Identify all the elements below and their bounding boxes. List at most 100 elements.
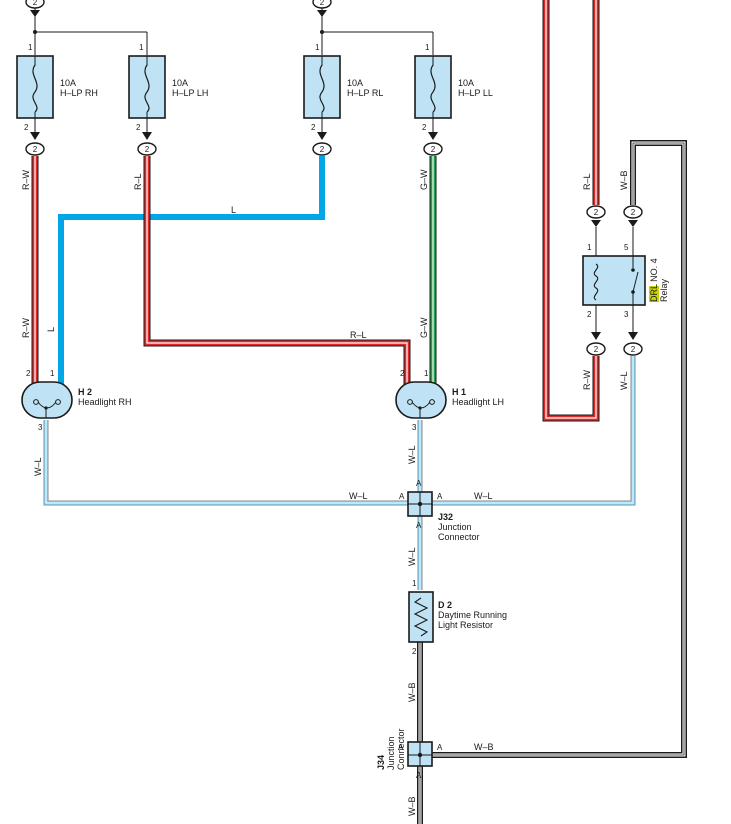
d2-code: D 2 xyxy=(438,600,452,610)
fuse-rating: 10A xyxy=(172,78,188,88)
wire-label-w-b: W–B xyxy=(474,742,494,752)
headlight-lh: 2 1 3 H 1 Headlight LH xyxy=(395,369,504,432)
d2-line2: Light Resistor xyxy=(438,620,493,630)
fuse-name: H–LP RH xyxy=(60,88,98,98)
wire-label-g-w: G–W xyxy=(419,317,429,338)
wire-label-w-l: W–L xyxy=(474,491,493,501)
wire-label-r-l: R–L xyxy=(350,330,367,340)
relay-name: NO. 4 xyxy=(649,258,659,284)
fuse-h-lp-rl: 1 10A H–LP RL 2 2 xyxy=(303,43,383,156)
wire-label-r-w: R–W xyxy=(21,317,31,338)
svg-text:A: A xyxy=(437,492,443,501)
svg-text:A: A xyxy=(416,521,422,530)
wire-label-r-w: R–W xyxy=(21,169,31,190)
wire-label-w-l: W–L xyxy=(349,491,368,501)
svg-text:2: 2 xyxy=(431,145,436,154)
svg-text:1: 1 xyxy=(425,43,430,52)
junction-connector-j34: A A A J34 Junction Connector xyxy=(376,728,443,780)
headlight-name: Headlight RH xyxy=(78,397,132,407)
wire-label-l: L xyxy=(46,327,56,332)
svg-text:2: 2 xyxy=(594,208,599,217)
fuse-name: H–LP LH xyxy=(172,88,208,98)
wire-w-b-loop xyxy=(420,140,687,758)
svg-text:2: 2 xyxy=(145,145,150,154)
svg-text:2: 2 xyxy=(631,208,636,217)
svg-text:A: A xyxy=(399,492,405,501)
fuse-rating: 10A xyxy=(60,78,76,88)
fuse-rating: 10A xyxy=(458,78,474,88)
wire-label-r-w: R–W xyxy=(582,369,592,390)
svg-text:A: A xyxy=(437,743,443,752)
wire-label-w-l: W–L xyxy=(407,547,417,566)
wire-label-r-l: R–L xyxy=(133,173,143,190)
svg-text:1: 1 xyxy=(412,579,417,588)
j34-line2: Connector xyxy=(396,728,406,770)
daytime-running-light-resistor: 1 2 D 2 Daytime Running Light Resistor xyxy=(408,579,507,656)
svg-text:1: 1 xyxy=(587,243,592,252)
svg-text:2: 2 xyxy=(24,123,29,132)
relay-name-line2: Relay xyxy=(659,278,669,302)
j32-code: J32 xyxy=(438,512,453,522)
fuse-name: H–LP RL xyxy=(347,88,383,98)
wire-label-w-b: W–B xyxy=(407,796,417,816)
wire-label-w-b: W–B xyxy=(619,170,629,190)
headlight-code: H 1 xyxy=(452,387,466,397)
svg-text:1: 1 xyxy=(424,369,429,378)
svg-text:2: 2 xyxy=(587,310,592,319)
wire-r-relay-loop xyxy=(542,0,600,422)
drl-relay: 2 2 1 5 2 3 2 2 DRL NO. 4 Relay xyxy=(582,205,669,356)
svg-text:2: 2 xyxy=(400,369,405,378)
fuse-name: H–LP LL xyxy=(458,88,493,98)
svg-text:2: 2 xyxy=(320,145,325,154)
svg-text:2: 2 xyxy=(412,647,417,656)
top-bus xyxy=(33,8,434,55)
headlight-name: Headlight LH xyxy=(452,397,504,407)
wire-label-l: L xyxy=(231,205,236,215)
j34-line1: Junction xyxy=(386,736,396,770)
svg-text:5: 5 xyxy=(624,243,629,252)
wire-label-w-l: W–L xyxy=(407,445,417,464)
junction-connector-j32: A A A A J32 Junction Connector xyxy=(399,479,480,542)
wire-label-r-l: R–L xyxy=(582,173,592,190)
connector-label: 2 xyxy=(320,0,325,7)
fuse-h-lp-lh: 1 10A H–LP LH 2 2 xyxy=(128,43,208,156)
svg-text:A: A xyxy=(416,479,422,488)
svg-text:A: A xyxy=(398,743,404,752)
svg-text:2: 2 xyxy=(594,345,599,354)
svg-text:2: 2 xyxy=(311,123,316,132)
fuse-h-lp-rh: 1 10A H–LP RH 2 2 xyxy=(16,43,98,156)
svg-text:3: 3 xyxy=(38,423,43,432)
fuse-rating: 10A xyxy=(347,78,363,88)
wire-label-g-w: G–W xyxy=(419,169,429,190)
top-connector-left: 2 xyxy=(25,0,45,17)
svg-text:DRL NO. 4: DRL NO. 4 xyxy=(649,258,659,302)
j34-code: J34 xyxy=(376,755,386,770)
svg-text:A: A xyxy=(416,771,422,780)
relay-name-highlight: DRL xyxy=(649,284,659,302)
svg-text:2: 2 xyxy=(422,123,427,132)
svg-text:1: 1 xyxy=(315,43,320,52)
svg-text:1: 1 xyxy=(139,43,144,52)
svg-text:2: 2 xyxy=(26,369,31,378)
svg-text:3: 3 xyxy=(624,310,629,319)
d2-line1: Daytime Running xyxy=(438,610,507,620)
svg-text:2: 2 xyxy=(136,123,141,132)
headlight-code: H 2 xyxy=(78,387,92,397)
wire-label-w-b: W–B xyxy=(407,682,417,702)
svg-text:1: 1 xyxy=(28,43,33,52)
wire-label-w-l: W–L xyxy=(619,371,629,390)
headlight-rh: 2 1 3 H 2 Headlight RH xyxy=(21,369,132,432)
j32-line2: Connector xyxy=(438,532,480,542)
top-connector-right: 2 xyxy=(312,0,332,17)
j32-line1: Junction xyxy=(438,522,472,532)
svg-text:1: 1 xyxy=(50,369,55,378)
svg-text:2: 2 xyxy=(33,145,38,154)
svg-text:3: 3 xyxy=(412,423,417,432)
wire-l-blue xyxy=(58,156,325,385)
wire-label-w-l: W–L xyxy=(33,457,43,476)
connector-label: 2 xyxy=(33,0,38,7)
wire-r-l-lh xyxy=(143,156,411,385)
fuse-h-lp-ll: 1 10A H–LP LL 2 2 xyxy=(414,43,493,156)
svg-text:2: 2 xyxy=(631,345,636,354)
